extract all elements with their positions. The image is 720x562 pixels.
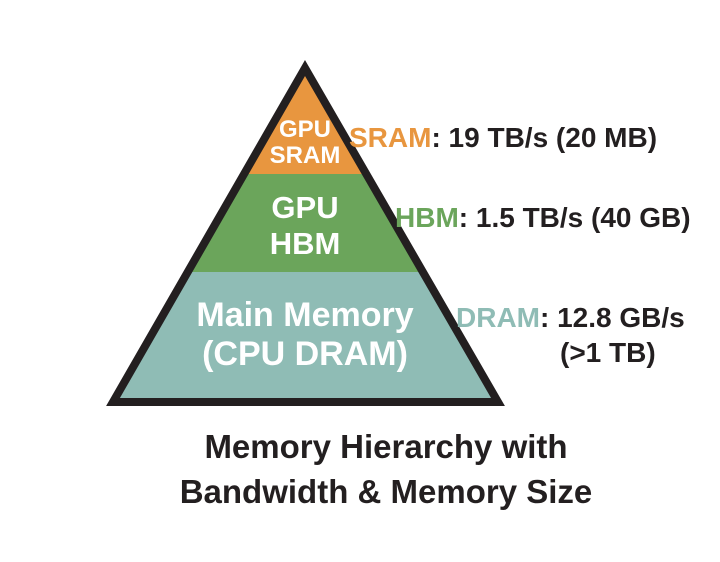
sram-annotation: SRAM: 19 TB/s (20 MB)	[349, 122, 657, 154]
dram-annotation-term: DRAM	[456, 302, 540, 333]
pyramid-level-gpu-sram	[244, 68, 367, 174]
dram-annotation-detail: : 12.8 GB/s	[540, 302, 685, 333]
gpu-hbm-level-label: GPU HBM	[270, 190, 341, 262]
gpu-sram-label-line1: GPU	[278, 116, 332, 143]
gpu-sram-label-line2: SRAM	[269, 142, 341, 169]
gpu-hbm-label-line2: HBM	[269, 226, 341, 261]
pyramid-level-main-memory	[113, 272, 498, 402]
dram-annotation: DRAM: 12.8 GB/s	[456, 302, 685, 334]
pyramid-outline	[106, 59, 505, 406]
figure-caption-line1: Memory Hierarchy with	[204, 428, 568, 465]
sram-annotation-term: SRAM	[349, 122, 432, 153]
sram-annotation-detail: : 19 TB/s (20 MB)	[431, 122, 658, 153]
main-memory-label-line1: Main Memory	[196, 296, 414, 334]
hbm-annotation-term: HBM	[395, 202, 459, 233]
dram-annotation-detail-line2: (>1 TB)	[560, 337, 656, 368]
dram-annotation-line2: (>1 TB)	[560, 337, 656, 369]
hbm-annotation: HBM: 1.5 TB/s (40 GB)	[395, 202, 691, 234]
gpu-hbm-label-line1: GPU	[271, 190, 339, 225]
figure-caption-line2: Bandwidth & Memory Size	[179, 473, 593, 510]
gpu-sram-level-label: GPU SRAM	[270, 117, 341, 169]
figure-caption: Memory Hierarchy with Bandwidth & Memory…	[180, 424, 593, 514]
pyramid-level-gpu-hbm	[187, 174, 424, 272]
main-memory-level-label: Main Memory (CPU DRAM)	[196, 296, 413, 374]
main-memory-label-line2: (CPU DRAM)	[202, 335, 408, 373]
hbm-annotation-detail: : 1.5 TB/s (40 GB)	[458, 202, 691, 233]
